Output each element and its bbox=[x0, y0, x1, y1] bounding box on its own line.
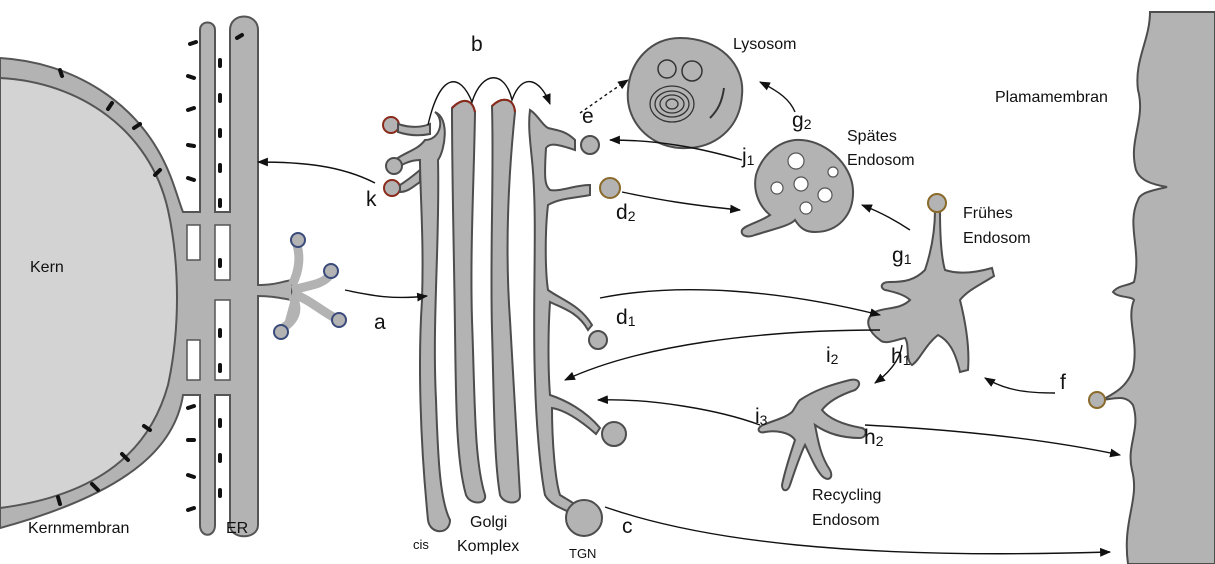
label-j1: j1 bbox=[741, 145, 755, 168]
pathway-arrows bbox=[258, 78, 1120, 554]
label-i3: i3 bbox=[755, 405, 768, 428]
arrow-k bbox=[258, 162, 375, 183]
arrow-g1 bbox=[862, 205, 910, 230]
plasma-membrane bbox=[1102, 12, 1215, 564]
label-fruehes-line2: Endosom bbox=[963, 230, 1031, 247]
arrow-a bbox=[345, 290, 427, 297]
label-spaetes-line2: Endosom bbox=[847, 152, 915, 169]
golgi-stack bbox=[383, 100, 626, 536]
label-recycling-line1: Recycling bbox=[812, 487, 881, 504]
label-d2: d2 bbox=[616, 201, 636, 224]
label-i2: i2 bbox=[826, 344, 839, 367]
label-h2: h2 bbox=[864, 426, 884, 449]
label-e: e bbox=[582, 105, 594, 128]
label-cis: cis bbox=[413, 537, 429, 552]
arrow-d1 bbox=[600, 290, 880, 315]
label-kernmembran: Kernmembran bbox=[28, 520, 129, 537]
late-endosome bbox=[742, 140, 853, 236]
label-d1: d1 bbox=[616, 306, 636, 329]
label-golgi-line1: Golgi bbox=[470, 514, 507, 531]
label-er: ER bbox=[226, 520, 248, 537]
label-a: a bbox=[374, 311, 386, 334]
recycling-endosome bbox=[759, 380, 866, 491]
label-golgi-line2: Komplex bbox=[457, 538, 519, 555]
label-g1: g1 bbox=[892, 244, 912, 267]
arrow-h2 bbox=[865, 425, 1120, 455]
label-k: k bbox=[366, 188, 377, 211]
arrow-f bbox=[985, 378, 1055, 393]
arrow-d2 bbox=[622, 192, 740, 210]
label-recycling-line2: Endosom bbox=[812, 512, 880, 529]
label-f: f bbox=[1060, 371, 1066, 394]
label-fruehes-line1: Frühes bbox=[963, 205, 1013, 222]
label-tgn: TGN bbox=[569, 546, 596, 561]
arrow-i3 bbox=[598, 400, 760, 425]
label-spaetes-line1: Spätes bbox=[847, 128, 897, 145]
label-plasmamembran: Plamamembran bbox=[995, 89, 1108, 106]
label-c: c bbox=[622, 515, 633, 538]
lysosome bbox=[628, 38, 743, 148]
label-b: b bbox=[471, 33, 483, 56]
label-g2: g2 bbox=[792, 109, 812, 132]
arrow-g2 bbox=[760, 82, 795, 112]
label-kern: Kern bbox=[30, 259, 64, 276]
label-lysosom: Lysosom bbox=[733, 36, 796, 53]
